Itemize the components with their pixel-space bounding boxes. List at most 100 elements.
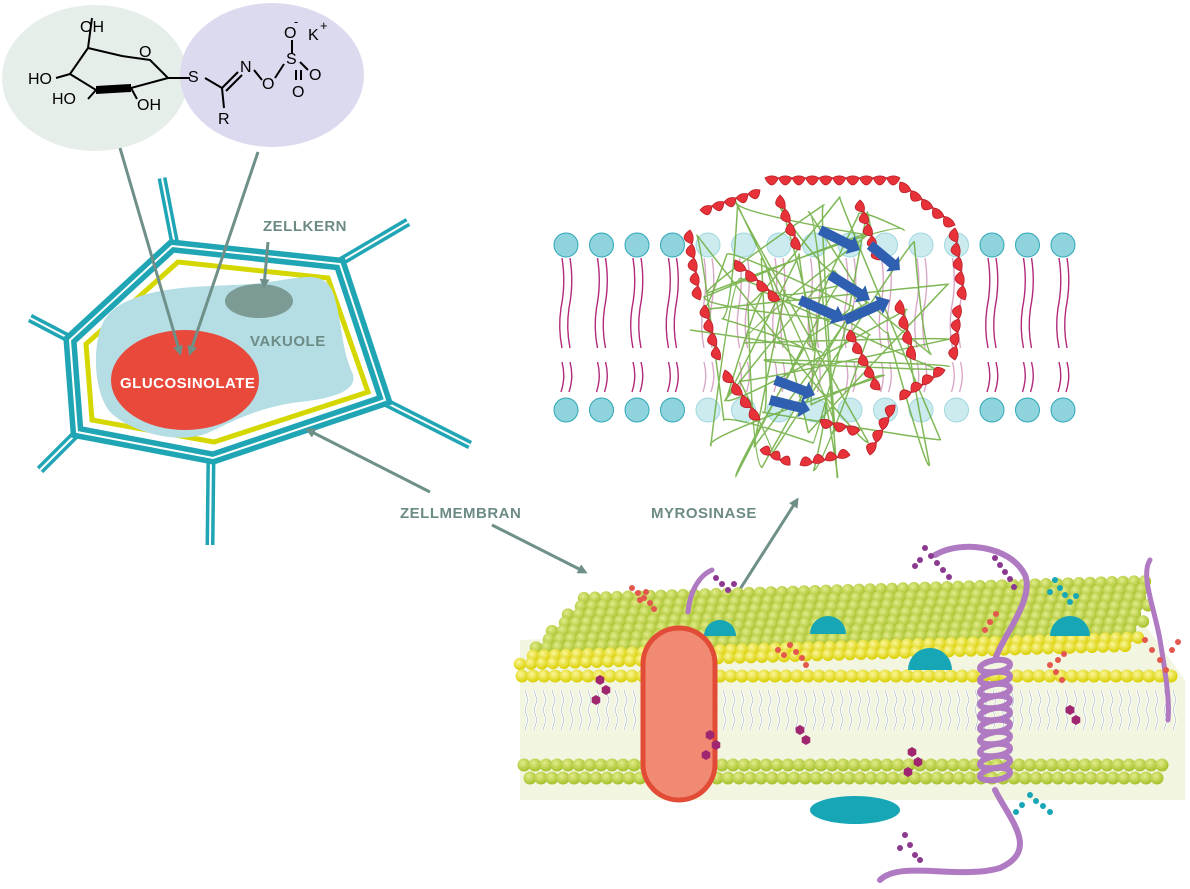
glycan-bead [651,606,657,612]
protein-helix [775,194,801,251]
label-glucosinolate: GLUCOSINOLATE [120,375,255,392]
chem-oh-bottom: OH [137,97,161,114]
bilayer-head-bottom [743,771,757,785]
membrane-head [1015,232,1040,258]
glycan-bead [987,619,993,625]
bilayer-head-bottom [842,771,856,785]
chem-o-right: O [309,67,321,84]
cholesterol-hex [913,757,923,767]
bilayer-head-top [964,644,978,657]
glycan-bead [1040,803,1046,809]
membrane-head [589,397,614,423]
protein-sheet [866,241,900,272]
bilayer-head-edge [724,669,738,683]
helix-turn [759,445,771,456]
membrane-tail [852,361,857,393]
protein-helix [899,181,956,228]
label-myrosinase: MYROSINASE [651,505,757,522]
bilayer-tail-line [911,689,916,731]
glycan-bead [647,600,653,606]
bilayer-head-bottom [820,771,834,785]
chem-o-minus: O [284,25,296,42]
membrane-tail [674,361,679,393]
bilayer-head-top [1136,615,1150,628]
bilayer-head-edge [735,669,749,683]
cholesterol-hex [1071,715,1081,725]
helix-turn [898,314,909,331]
glycan-chain [1013,792,1053,815]
helix-turn [854,199,865,213]
bilayer-tail-line [857,689,862,731]
helix-turn [845,329,857,343]
protein-helix [948,304,962,361]
bilayer-head-edge [537,669,551,683]
bilayer-tail-line [1091,689,1096,731]
bilayer-tail-line [1028,689,1033,731]
bilayer-head-bottom [814,758,828,772]
protein-helix [899,366,946,401]
membrane-tail [993,257,999,349]
bilayer-head-bottom [721,771,735,785]
sheet-arrow [866,241,900,272]
bilayer-head-bottom [1029,771,1043,785]
glycan-bead [637,597,643,603]
bilayer-head-edge [559,669,573,683]
glycan-bead [907,842,913,848]
arrow-zellmembran-to-bilayer [491,523,588,574]
glycan-bead [1055,657,1061,663]
bilayer-head-bottom [539,758,553,772]
bilayer-head-bottom [589,771,603,785]
bilayer-tail-line [794,689,799,731]
helix-turn [894,299,905,316]
protein-helix [845,329,881,391]
glycan-bead [993,611,999,617]
bilayer-head-bottom [831,771,845,785]
bilayer-head-top [513,657,527,671]
bilayer-tail-line [902,689,907,731]
membrane-head [1050,232,1076,258]
bilayer-head-top [1008,642,1022,656]
helix-turn [910,381,924,393]
helix-turn [910,190,923,202]
helix-turn [921,374,935,386]
bilayer-head-bottom [781,758,795,772]
bilayer-tail-line [1172,689,1177,731]
membrane-head [553,397,579,423]
bilayer-head-edge [548,669,562,683]
bilayer-head-top [1107,639,1121,653]
membrane-tail [630,257,636,349]
bilayer-head-edge [1010,669,1024,683]
membrane-tail [772,257,778,349]
bilayer-head-bottom [924,758,938,772]
bilayer-head-bottom [919,771,933,785]
bilayer-tail-line [767,689,772,731]
bilayer-head-bottom [737,758,751,772]
bilayer-head-bottom [594,758,608,772]
glycan-bead [1047,589,1053,595]
helix-turn [943,215,956,228]
bilayer-head-top [1041,641,1055,655]
glycan-bead [803,662,809,668]
membrane-head [553,232,579,258]
bilayer-tail-line [569,689,574,731]
bilayer-head-bottom [523,771,537,785]
bilayer-head-top [568,656,582,669]
glycan-bead [1047,662,1053,668]
bilayer-head-bottom [902,758,916,772]
membrane-tail [781,361,786,393]
helix-turn [683,229,694,245]
bilayer-tail-line [1037,689,1042,731]
bilayer-head-top [755,650,769,663]
helix-turn [837,448,851,459]
bilayer-tail-line [821,689,826,731]
protein-sheet [817,225,860,254]
bilayer-head-bottom [787,771,801,785]
bilayer-head-edge [570,669,584,683]
helix-turn [711,201,725,212]
myrosinase-membrane [553,232,1076,423]
helix-turn [857,353,869,367]
chem-o-bottom: O [292,84,304,101]
bilayer-tail-line [1145,689,1150,731]
membrane-head [660,232,685,258]
bilayer-head-bottom [770,758,784,772]
